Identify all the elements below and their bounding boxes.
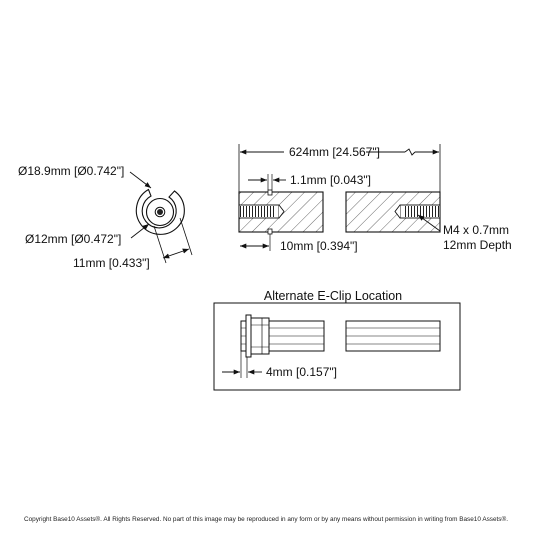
tapped-hole-inner [157,209,163,215]
drill-point-right [394,204,401,219]
groove-left-bottom [267,228,273,235]
alternate-view-title: Alternate E-Clip Location [264,289,402,303]
leader-outer-diameter [129,171,152,189]
ext-line-flat-2 [179,217,193,256]
thread-leader [417,214,441,232]
alt-groove-offset-label: 4mm [0.157"] [266,365,337,379]
outer-diameter-label: Ø18.9mm [Ø0.742"] [18,164,124,178]
groove-offset-label: 10mm [0.394"] [280,239,358,253]
end-view: Ø18.9mm [Ø0.742"] Ø12mm [Ø0.472"] 11mm [… [18,164,193,270]
alt-e-clip [245,314,252,358]
groove-left-top [267,189,273,196]
inner-diameter-label: Ø12mm [Ø0.472"] [25,232,121,246]
overall-length-label: 624mm [24.567"] [289,145,380,159]
dim-break-mark [404,148,416,156]
dim-line-flat [162,248,190,259]
leader-inner-diameter [130,223,150,239]
groove-width-label: 1.1mm [0.043"] [290,173,371,187]
flat-width-label: 11mm [0.433"] [73,256,150,270]
thread-left [240,206,274,217]
shaft-circle [145,197,175,227]
alternate-view: Alternate E-Clip Location 4mm [0.157"] [213,289,461,391]
e-clip-outline [135,188,185,235]
thread-spec-label: M4 x 0.7mm [443,223,509,237]
thread-right [405,206,439,217]
drill-point-left [278,204,285,219]
side-view: 624mm [24.567"] 1.1mm [0.043"] 10mm [0.3… [238,144,512,253]
copyright-notice: Copyright Base10 Assets®. All Rights Res… [24,515,508,523]
alternate-view-frame [213,302,461,391]
thread-depth-label: 12mm Depth [443,238,512,252]
alt-e-clip-body [250,317,270,355]
